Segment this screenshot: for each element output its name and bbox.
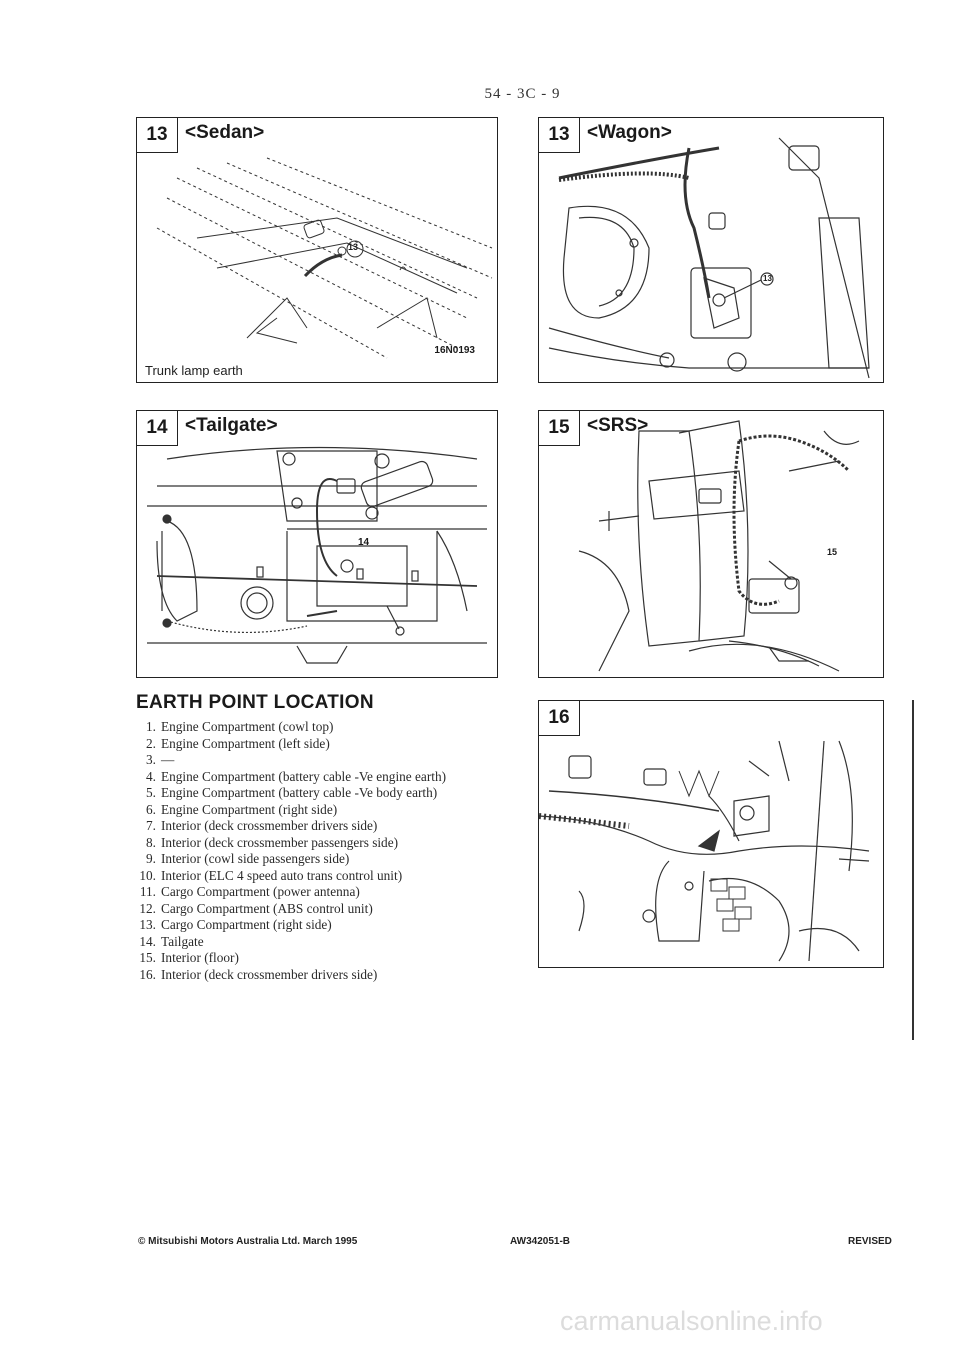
callout-14: 14 [358,537,370,548]
list-item: 9.Interior (cowl side passengers side) [146,851,350,866]
callout-15: 15 [827,547,838,557]
wagon-cargo-illustration [548,137,870,379]
figure-14-tailgate: 14 <Tailgate> 14 [136,410,498,678]
figure-caption: Trunk lamp earth [145,363,243,378]
figure-number: 14 [137,411,178,446]
list-item: 4.Engine Compartment (battery cable -Ve … [146,768,447,784]
figure-title: <Sedan> [185,122,265,143]
list-item: 1.Engine Compartment (cowl top) [146,719,334,734]
earth-point-heading: EARTH POINT LOCATION [136,692,374,713]
figure-title: <Tailgate> [185,415,278,436]
list-item: 15.Interior (floor) [139,950,239,965]
list-item: 8.Interior (deck crossmember passengers … [146,834,399,850]
list-item: 3.— [146,752,175,767]
tailgate-illustration [147,446,487,664]
figure-13-wagon: 13 <Wagon> 13 [538,117,884,383]
figure-16: 16 [538,700,884,968]
figure-number: 13 [539,118,580,153]
page-number: 54 - 3C - 9 [484,86,561,102]
list-item: 16.Interior (deck crossmember drivers si… [139,966,378,982]
list-item: 14.Tailgate [139,933,204,949]
list-item: 5.Engine Compartment (battery cable -Ve … [146,785,438,800]
figure-number: 16 [539,701,580,736]
earth-point-list: 1.Engine Compartment (cowl top) 2.Engine… [134,719,514,983]
callout-13: 13 [763,274,772,283]
list-item: 7.Interior (deck crossmember drivers sid… [146,818,378,833]
footer-copyright: © Mitsubishi Motors Australia Ltd. March… [138,1236,358,1247]
list-item: 10.Interior (ELC 4 speed auto trans cont… [139,867,403,883]
figure-title: <SRS> [587,415,649,436]
figure-code: 16N0193 [434,345,475,356]
list-item: 12.Cargo Compartment (ABS control unit) [139,900,373,916]
figure-number: 13 [137,118,178,153]
list-item: 2.Engine Compartment (left side) [146,735,330,751]
footer-status: REVISED [848,1236,892,1247]
footer-doc-code: AW342051-B [510,1236,571,1247]
figure-15-srs: 15 <SRS> 15 [538,410,884,678]
sedan-trunk-illustration [156,157,493,359]
list-item: 13.Cargo Compartment (right side) [139,917,332,932]
margin-rule [912,700,914,1040]
figure-number: 15 [539,411,580,446]
watermark: carmanualsonline.info [560,1306,823,1336]
list-item: 11.Cargo Compartment (power antenna) [139,884,360,899]
figure-13-sedan: 13 <Sedan> 13 16N0193 Trunk lamp earth [136,117,498,383]
deck-crossmember-illustration [539,740,870,962]
srs-floor-illustration [578,420,860,672]
callout-13: 13 [348,242,359,252]
figure-title: <Wagon> [587,122,672,143]
list-item: 6.Engine Compartment (right side) [146,801,338,817]
